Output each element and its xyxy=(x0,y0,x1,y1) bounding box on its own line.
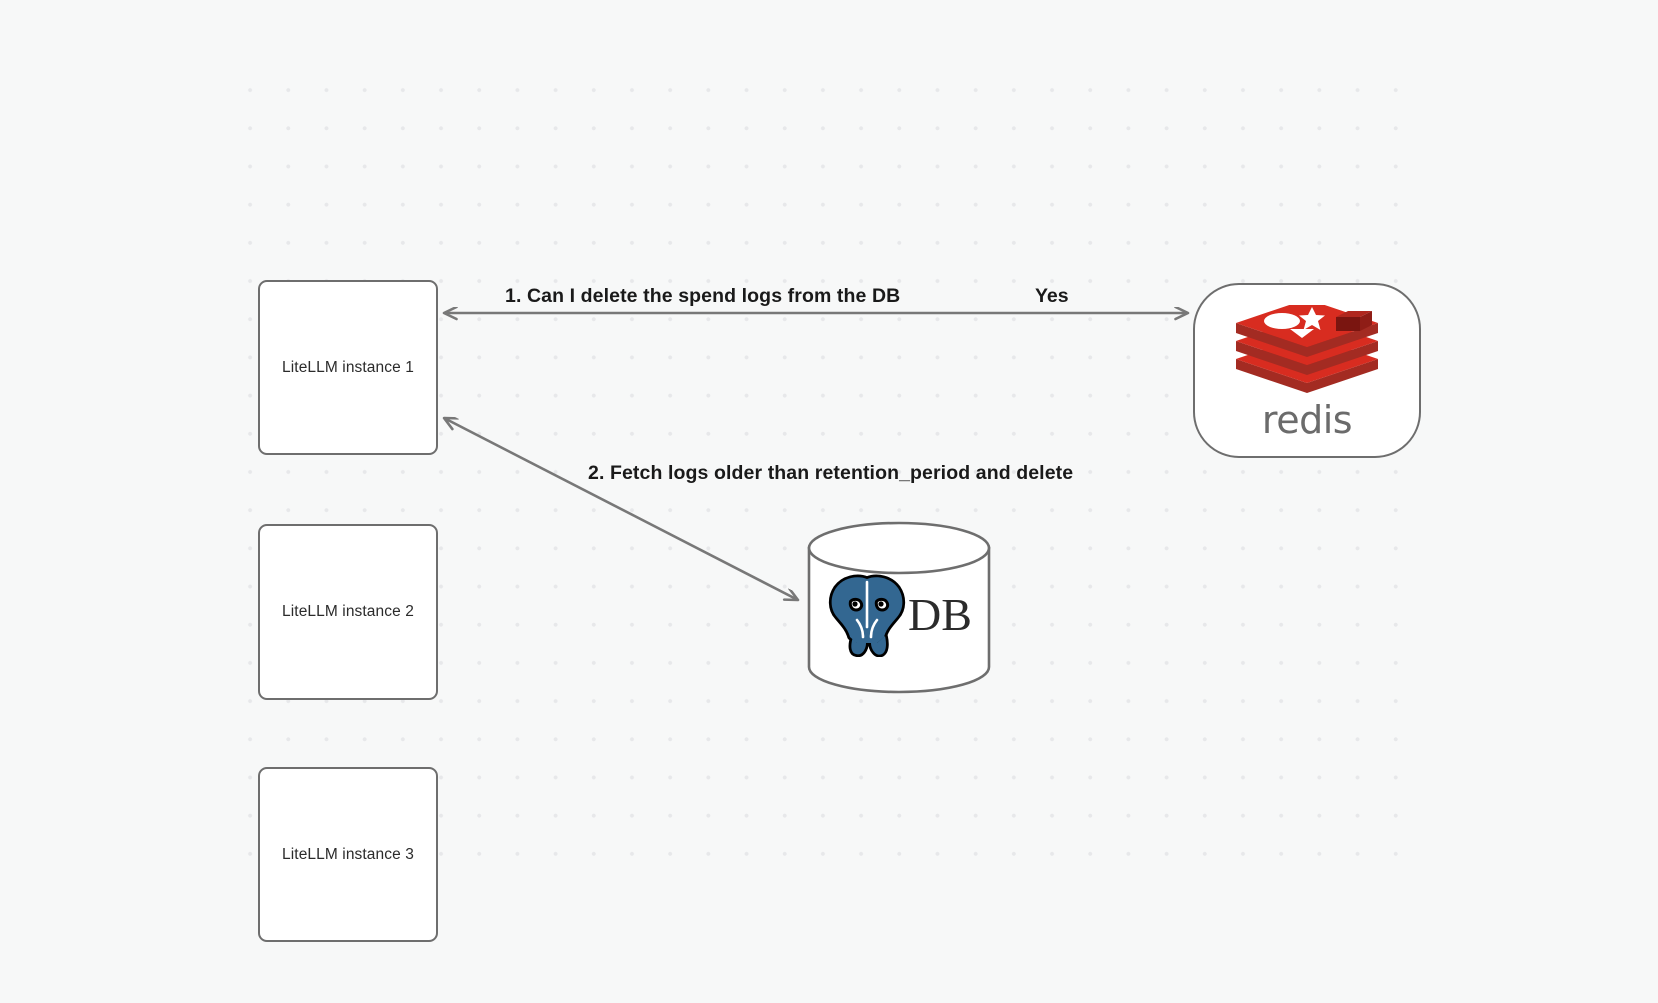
db-label: DB xyxy=(908,589,972,640)
postgresql-elephant-icon xyxy=(828,574,906,657)
node-litellm-instance-1[interactable]: LiteLLM instance 1 xyxy=(258,280,438,455)
node-database[interactable]: DB xyxy=(806,521,992,694)
edge-label-step-2: 2. Fetch logs older than retention_perio… xyxy=(588,462,1074,484)
node-litellm-instance-3[interactable]: LiteLLM instance 3 xyxy=(258,767,438,942)
node-label-instance-3: LiteLLM instance 3 xyxy=(282,845,414,863)
node-redis[interactable]: redis xyxy=(1193,283,1421,458)
edge-label-step-1: 1. Can I delete the spend logs from the … xyxy=(505,285,901,307)
edge-instance1-db xyxy=(444,418,798,600)
redis-logo-icon: redis xyxy=(1232,298,1382,442)
node-litellm-instance-2[interactable]: LiteLLM instance 2 xyxy=(258,524,438,700)
edge-label-yes: Yes xyxy=(1035,285,1069,307)
node-label-instance-2: LiteLLM instance 2 xyxy=(282,603,414,620)
redis-wordmark: redis xyxy=(1261,397,1353,442)
node-label-instance-1: LiteLLM instance 1 xyxy=(282,358,414,376)
